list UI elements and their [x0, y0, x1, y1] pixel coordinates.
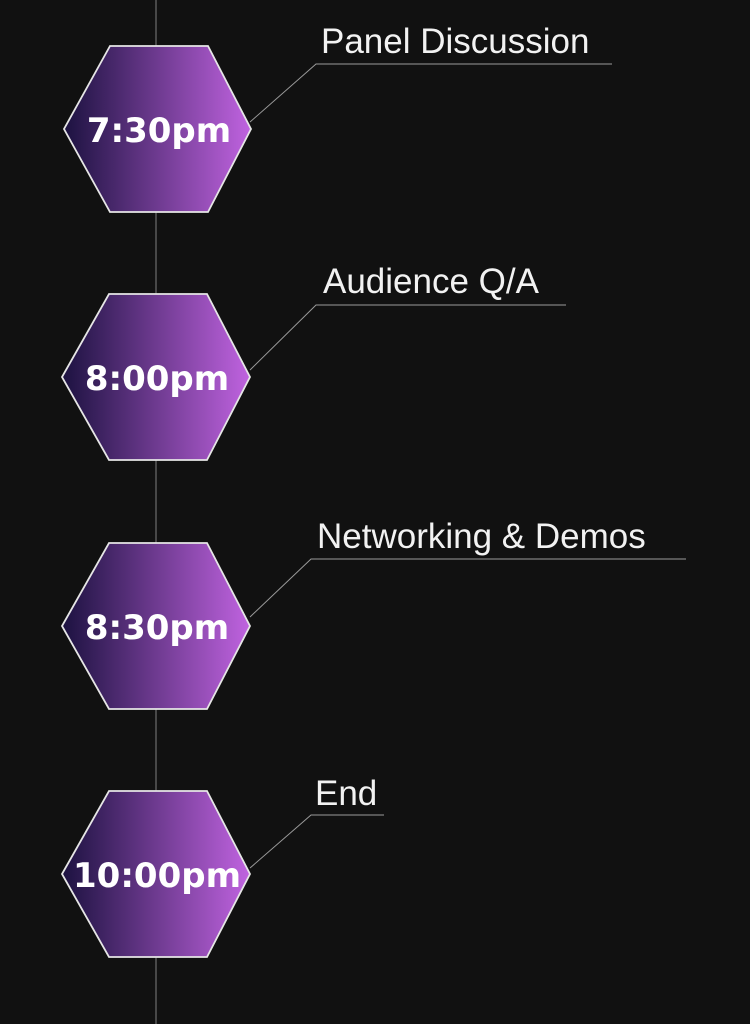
- connector-line: [249, 304, 566, 371]
- event-label: Panel Discussion: [321, 22, 589, 61]
- timeline-item-1: Panel Discussion 7:30pm: [62, 22, 612, 213]
- time-label: 10:00pm: [73, 856, 241, 896]
- time-hexagon: [60, 790, 252, 958]
- timeline-item-2: Audience Q/A 8:00pm: [60, 262, 566, 461]
- time-label: 7:30pm: [87, 111, 231, 151]
- time-hexagon: [62, 45, 253, 213]
- time-hexagon: [60, 542, 252, 710]
- event-label: Audience Q/A: [323, 262, 540, 301]
- time-label: 8:00pm: [85, 359, 229, 399]
- connector-line: [249, 814, 384, 869]
- connector-line: [249, 63, 612, 123]
- timeline-item-3: Networking & Demos 8:30pm: [60, 517, 686, 710]
- time-hexagon: [60, 293, 252, 461]
- time-label: 8:30pm: [85, 608, 229, 648]
- event-label: End: [315, 774, 377, 813]
- event-label: Networking & Demos: [317, 517, 646, 556]
- timeline-item-4: End 10:00pm: [60, 774, 384, 958]
- connector-line: [249, 558, 686, 618]
